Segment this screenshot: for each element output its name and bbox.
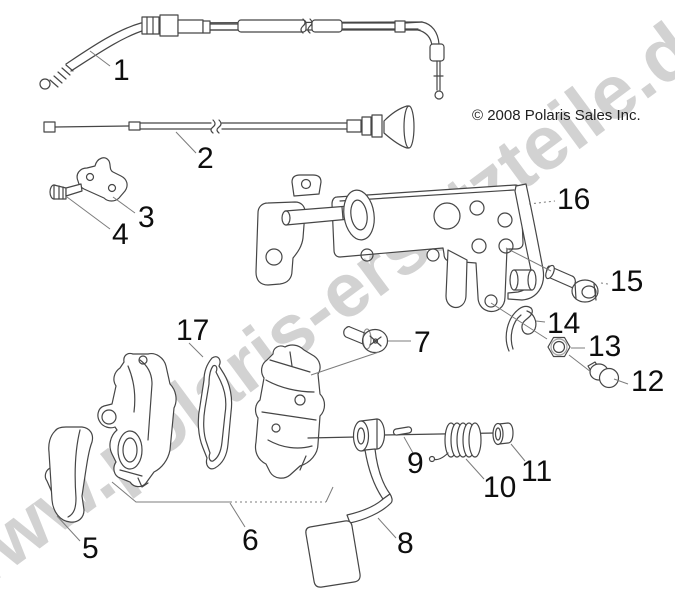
part-1-throttle-cable (39, 14, 445, 100)
part-callout-7: 7 (414, 326, 431, 359)
part-2-choke-cable (43, 105, 415, 149)
part-callout-3: 3 (138, 201, 155, 234)
part-14-hairpin-clip (505, 305, 537, 352)
part-10-spring (428, 422, 482, 463)
part-8-pedal (305, 448, 393, 588)
leader-lines (56, 50, 629, 542)
part-callout-10: 10 (483, 471, 516, 504)
part-16-mounting-bracket (255, 174, 545, 313)
part-7-screw (343, 325, 389, 354)
part-callout-6: 6 (242, 524, 259, 557)
part-17-gasket (197, 356, 233, 470)
part-callout-14: 14 (547, 307, 580, 340)
part-callout-12: 12 (631, 365, 664, 398)
part-11-bushing (492, 422, 514, 446)
part-callout-5: 5 (82, 532, 99, 565)
part-5-cover (44, 426, 94, 523)
part-4-bolt (49, 183, 83, 200)
part-callout-2: 2 (197, 142, 214, 175)
part-15-hex-bolt (545, 264, 599, 303)
part-callout-9: 9 (407, 447, 424, 480)
part-callout-1: 1 (113, 54, 130, 87)
part-13-hex-nut (547, 336, 571, 358)
part-3-bracket (76, 157, 128, 202)
part-callout-11: 11 (521, 455, 552, 488)
housing-left (97, 352, 177, 488)
part-12-bolt (587, 361, 620, 389)
part-callout-15: 15 (610, 265, 643, 298)
part-callout-16: 16 (557, 183, 590, 216)
drawing-layer (39, 14, 620, 588)
pedal-lever-hub (352, 418, 386, 452)
part-callout-8: 8 (397, 527, 414, 560)
part-callout-13: 13 (588, 330, 621, 363)
part-callout-4: 4 (112, 218, 129, 251)
part-callout-17: 17 (176, 314, 209, 347)
assembly-right (254, 344, 326, 479)
copyright-text: © 2008 Polaris Sales Inc. (472, 107, 641, 124)
part-9-pin (392, 426, 413, 436)
